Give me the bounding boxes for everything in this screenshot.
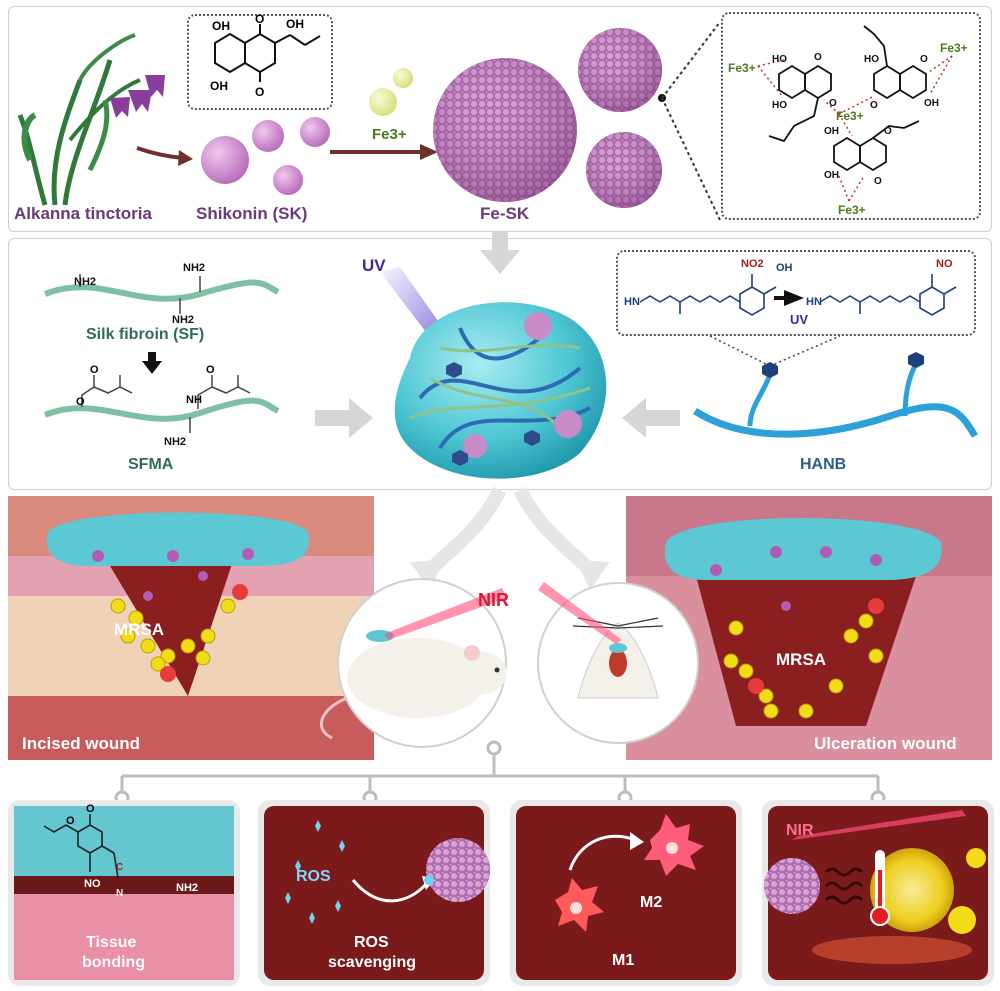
tissue-bonding-panel: O O C N bbox=[8, 800, 240, 986]
incised-mrsa-label: MRSA bbox=[114, 620, 165, 639]
ros-scavenging-panel bbox=[258, 800, 490, 986]
arrow-icon bbox=[480, 232, 520, 274]
arrow-icon bbox=[330, 144, 438, 160]
hanb-label: HANB bbox=[800, 456, 847, 473]
svg-text:OH: OH bbox=[824, 126, 839, 137]
shikonin-structure: OH O OH OH O bbox=[210, 12, 321, 99]
shikonin-structure-box bbox=[187, 14, 333, 110]
silk-fibroin-strand bbox=[43, 274, 280, 314]
fe-ions bbox=[369, 68, 413, 116]
ulceration-mrsa-label: MRSA bbox=[776, 650, 827, 669]
svg-text:O: O bbox=[870, 100, 878, 111]
svg-text:O: O bbox=[814, 52, 822, 63]
sk-label: Shikonin (SK) bbox=[196, 204, 308, 223]
mouse-icon bbox=[319, 578, 507, 748]
svg-text:Fe3+: Fe3+ bbox=[838, 203, 866, 217]
svg-text:NH: NH bbox=[186, 394, 202, 406]
svg-text:O: O bbox=[66, 815, 75, 827]
fesk-label: Fe-SK bbox=[480, 204, 530, 223]
hanb-hn-2: HN bbox=[806, 296, 822, 308]
sk-particles bbox=[201, 117, 330, 195]
arrow-icon bbox=[315, 398, 373, 438]
svg-text:O: O bbox=[206, 364, 215, 376]
svg-text:O: O bbox=[874, 176, 882, 187]
fe-ion-label: Fe3+ bbox=[372, 126, 407, 143]
svg-text:O: O bbox=[76, 396, 85, 408]
svg-text:OH: OH bbox=[924, 98, 939, 109]
svg-text:OH: OH bbox=[824, 170, 839, 181]
svg-text:O: O bbox=[86, 803, 95, 815]
nir-label-center: NIR bbox=[478, 590, 509, 610]
svg-text:HO: HO bbox=[864, 54, 879, 65]
svg-text:N: N bbox=[116, 888, 123, 899]
incised-wound bbox=[8, 496, 374, 760]
svg-text:O: O bbox=[920, 54, 928, 65]
plant-icon bbox=[17, 33, 165, 206]
m1-label: M1 bbox=[612, 952, 635, 969]
hanb-hn: HN bbox=[624, 296, 640, 308]
nh2-label-4: NH2 bbox=[164, 436, 187, 448]
tissue-nh2-label: NH2 bbox=[176, 882, 199, 894]
uv-label: UV bbox=[362, 256, 386, 275]
rat-head-icon bbox=[537, 582, 699, 744]
svg-text:HO: HO bbox=[772, 100, 787, 111]
svg-text:HO: HO bbox=[772, 54, 787, 65]
svg-text:O: O bbox=[255, 12, 264, 26]
coordination-structure-box bbox=[721, 12, 981, 220]
photothermal-panel bbox=[762, 800, 994, 986]
tissue-bonding-label-2: bonding bbox=[82, 954, 146, 971]
svg-text:OH: OH bbox=[286, 17, 304, 31]
svg-text:OH: OH bbox=[210, 79, 228, 93]
incised-wound-label: Incised wound bbox=[22, 734, 141, 753]
hanb-no: NO bbox=[936, 258, 953, 270]
arrow-icon bbox=[136, 146, 193, 166]
sfma-label: SFMA bbox=[128, 456, 174, 473]
chem-oh: OH bbox=[212, 19, 230, 33]
arrow-icon bbox=[142, 352, 162, 374]
svg-text:O: O bbox=[90, 364, 99, 376]
ulceration-wound bbox=[626, 496, 992, 760]
ros-scavenging-label-1: ROS bbox=[354, 934, 389, 951]
ros-scavenging-label-2: scavenging bbox=[328, 954, 417, 971]
svg-text:Fe3+: Fe3+ bbox=[728, 61, 756, 75]
ulceration-wound-label: Ulceration wound bbox=[814, 734, 957, 753]
hydrogel-icon bbox=[394, 302, 607, 479]
tissue-no-label: NO bbox=[84, 878, 101, 890]
arrow-icon bbox=[622, 398, 680, 438]
fesk-nanoparticles bbox=[433, 21, 721, 221]
thermometer-icon bbox=[870, 850, 890, 926]
hanb-oh: OH bbox=[776, 262, 793, 274]
arrow-icon bbox=[410, 486, 610, 590]
m2-label: M2 bbox=[640, 894, 663, 911]
svg-text:O: O bbox=[884, 126, 892, 137]
nh2-label-2: NH2 bbox=[183, 262, 206, 274]
macrophage-panel bbox=[510, 800, 742, 986]
plant-label: Alkanna tinctoria bbox=[14, 204, 152, 223]
nh2-label-3: NH2 bbox=[172, 314, 195, 326]
nh2-label-1: NH2 bbox=[74, 276, 97, 288]
svg-text:O: O bbox=[255, 85, 264, 99]
hanb-structure bbox=[639, 274, 957, 316]
svg-text:C: C bbox=[116, 862, 123, 873]
svg-text:Fe3+: Fe3+ bbox=[940, 41, 968, 55]
svg-text:O: O bbox=[829, 98, 837, 109]
hanb-no2: NO2 bbox=[741, 258, 764, 270]
silk-fibroin-label: Silk fibroin (SF) bbox=[86, 326, 205, 343]
ros-label: ROS bbox=[296, 868, 331, 885]
hanb-strand bbox=[693, 335, 979, 438]
svg-text:Fe3+: Fe3+ bbox=[836, 109, 864, 123]
hanb-structure-box bbox=[616, 250, 976, 336]
nir-label-bottom: NIR bbox=[786, 822, 814, 839]
sfma-strand: O O O NH bbox=[43, 364, 280, 433]
tissue-bonding-label-1: Tissue bbox=[86, 934, 137, 951]
hanb-uv-label: UV bbox=[790, 312, 809, 327]
